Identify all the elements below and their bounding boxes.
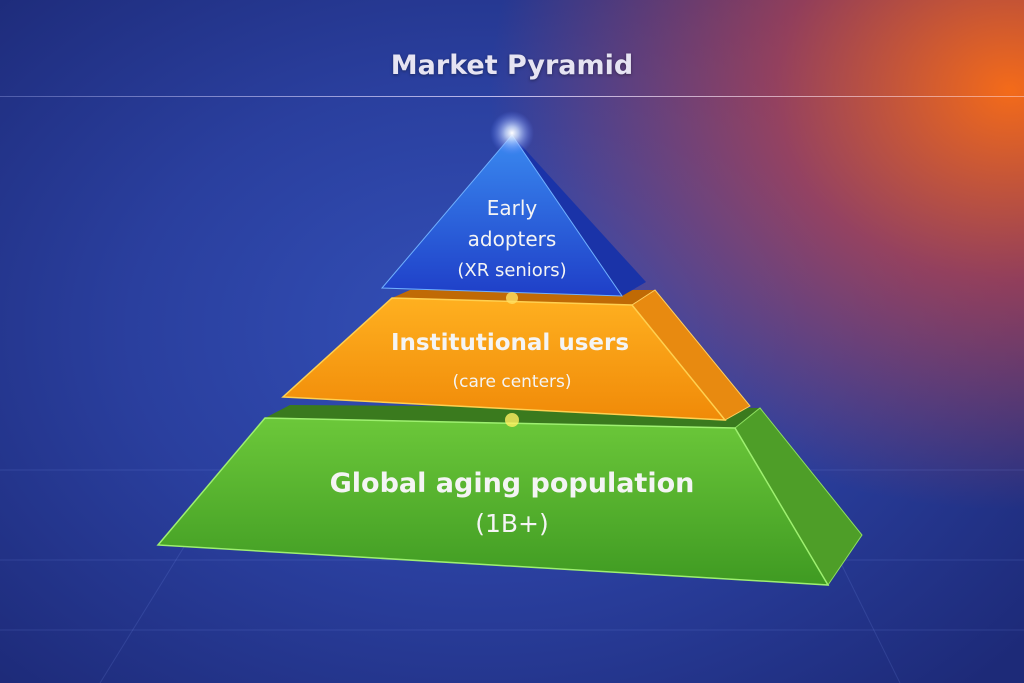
tier-top-label-1: Early (487, 196, 538, 220)
tier-base-label: Global aging population (330, 468, 695, 499)
tier-middle: Institutional users (care centers) (281, 289, 751, 421)
diagram-title: Market Pyramid (390, 50, 634, 81)
apex-glow (490, 111, 534, 155)
tier-top-label-2: adopters (468, 227, 557, 251)
tier-middle-label: Institutional users (391, 330, 629, 356)
title-divider (0, 96, 1024, 97)
tier-base: Global aging population (1B+) (156, 405, 863, 586)
tier-top: Early adopters (XR seniors) (380, 134, 646, 297)
tier-middle-sublabel: (care centers) (452, 372, 571, 392)
tier-top-sublabel: (XR seniors) (457, 260, 566, 281)
tier-base-sublabel: (1B+) (475, 509, 549, 538)
connector-glow (506, 292, 518, 304)
connector-glow (505, 413, 519, 427)
